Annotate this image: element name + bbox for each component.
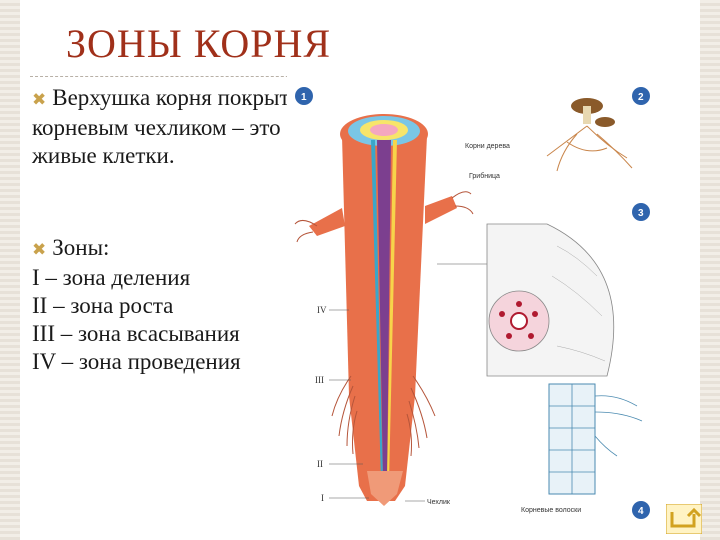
badge-2: 2 xyxy=(632,87,650,105)
root-hairs-panel: Корневые волоски xyxy=(521,383,643,514)
right-border-decoration xyxy=(700,0,720,540)
zone-item: IV – зона проведения xyxy=(32,349,241,374)
cross-section-panel xyxy=(486,223,615,377)
root-cap xyxy=(367,471,403,506)
badge-2-text: 2 xyxy=(638,92,644,103)
badge-3-text: 3 xyxy=(638,208,644,219)
vascular-strand xyxy=(371,140,383,481)
vascular-strand xyxy=(387,140,397,481)
zone-item: I – зона деления xyxy=(32,265,191,290)
bullet-text: Верхушка корня покрыта корневым чехликом… xyxy=(32,85,301,168)
mycorrhiza-panel: Корни дерева Грибница xyxy=(465,98,633,180)
left-border-decoration xyxy=(0,0,20,540)
zone-label-i: I xyxy=(321,493,324,503)
vascular-strand xyxy=(377,140,391,481)
slide-title: ЗОНЫ КОРНЯ xyxy=(66,21,332,66)
x-mark-icon: ✖ xyxy=(32,240,47,260)
lateral-root xyxy=(425,196,457,224)
badge-4-text: 4 xyxy=(638,506,644,517)
root-hairs-label: Корневые волоски xyxy=(521,507,581,514)
badge-1-text: 1 xyxy=(301,92,307,103)
root-zones-illustration: IV III II I Чехлик Корни дерева Грибница xyxy=(287,76,659,524)
root-hairs xyxy=(294,191,474,457)
zone-label-ii: II xyxy=(317,459,323,469)
return-button[interactable] xyxy=(665,503,703,535)
zone-label-iv: IV xyxy=(317,305,327,315)
root-illustration-svg: IV III II I Чехлик Корни дерева Грибница xyxy=(294,87,650,519)
tree-roots-label: Корни дерева xyxy=(465,143,510,150)
zone-pointers xyxy=(329,263,487,502)
lateral-root xyxy=(309,208,345,236)
badge-1: 1 xyxy=(295,87,313,105)
bullet-root-cap: ✖Верхушка корня покрыта корневым чехлико… xyxy=(32,84,307,170)
x-mark-icon: ✖ xyxy=(32,90,47,110)
zone-label-iii: III xyxy=(315,375,324,385)
bullet-text: Зоны: xyxy=(52,235,110,260)
cap-label: Чехлик xyxy=(427,499,451,506)
fungus-label: Грибница xyxy=(469,172,500,180)
zone-item: II – зона роста xyxy=(32,293,174,318)
zone-item: III – зона всасывания xyxy=(32,321,240,346)
bullet-zones: ✖Зоны: I – зона деления II – зона роста … xyxy=(32,234,307,376)
badge-3: 3 xyxy=(632,203,650,221)
return-arrow-icon xyxy=(665,503,703,535)
root-center xyxy=(370,124,398,136)
badge-4: 4 xyxy=(632,501,650,519)
